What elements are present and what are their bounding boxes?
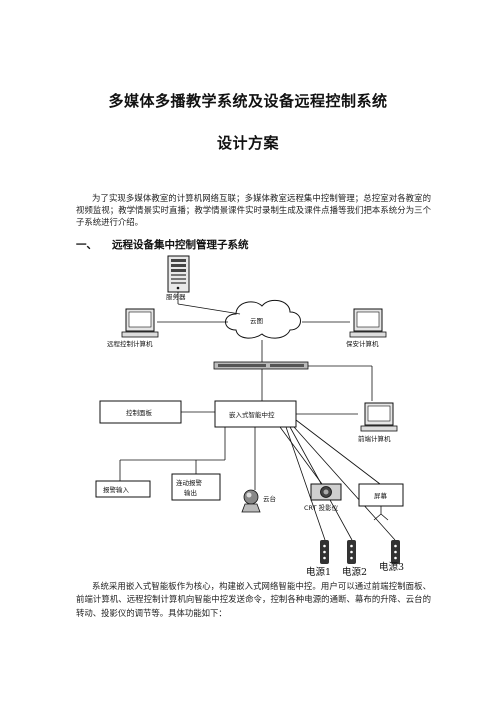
cloud-icon	[225, 299, 301, 339]
alarm-input-box	[95, 480, 151, 498]
alarm-output-box	[171, 473, 221, 501]
ptz-camera-icon	[241, 489, 261, 513]
intro-paragraph: 为了实现多媒体教室的计算机网络互联；多媒体教室远程集中控制管理；总控室对各教室的…	[76, 193, 431, 228]
section-number: 一、	[76, 239, 97, 251]
document-title: 多媒体多播教学系统及设备远程控制系统	[108, 92, 388, 110]
alarm-output-label-1: 连动报警	[176, 478, 203, 487]
switch-icon	[213, 361, 309, 370]
power2-label: 电源2	[342, 566, 367, 578]
screen-label: 屏幕	[374, 491, 388, 500]
power1-label: 电源1	[306, 566, 331, 578]
power-strip-1-icon	[320, 540, 329, 564]
front-pc-icon	[360, 402, 398, 432]
projector-icon	[310, 483, 342, 501]
remote-pc-icon	[121, 308, 159, 338]
document-subtitle: 设计方案	[216, 134, 279, 152]
front-pc-label: 前端计算机	[358, 434, 391, 443]
cloud-label: 云图	[250, 317, 263, 325]
alarm-input-label: 报警输入	[103, 485, 130, 494]
controller-box	[214, 400, 297, 428]
controller-label: 嵌入式智能中控	[229, 410, 275, 419]
screen-icon	[358, 483, 404, 521]
alarm-output-label-2: 输出	[184, 488, 197, 497]
ptz-label: 云台	[263, 494, 276, 503]
projector-label: CRT 投影仪	[304, 503, 339, 512]
remote-pc-label: 远程控制计算机	[107, 339, 153, 348]
security-pc-label: 保安计算机	[346, 339, 379, 348]
section-title: 远程设备集中控制管理子系统	[112, 239, 249, 251]
power-strip-2-icon	[347, 540, 356, 564]
section-heading: 一、 远程设备集中控制管理子系统	[76, 237, 249, 252]
control-panel-label: 控制面板	[126, 408, 153, 417]
server-label: 服务器	[166, 292, 186, 301]
body-paragraph: 系统采用嵌入式智能板作为核心，构建嵌入式网络智能中控。用户可以通过前端控制面板、…	[76, 581, 431, 618]
power-strip-3-icon	[391, 540, 400, 564]
security-pc-icon	[349, 308, 387, 338]
power3-label: 电源3	[379, 561, 404, 573]
server-icon	[167, 255, 190, 293]
